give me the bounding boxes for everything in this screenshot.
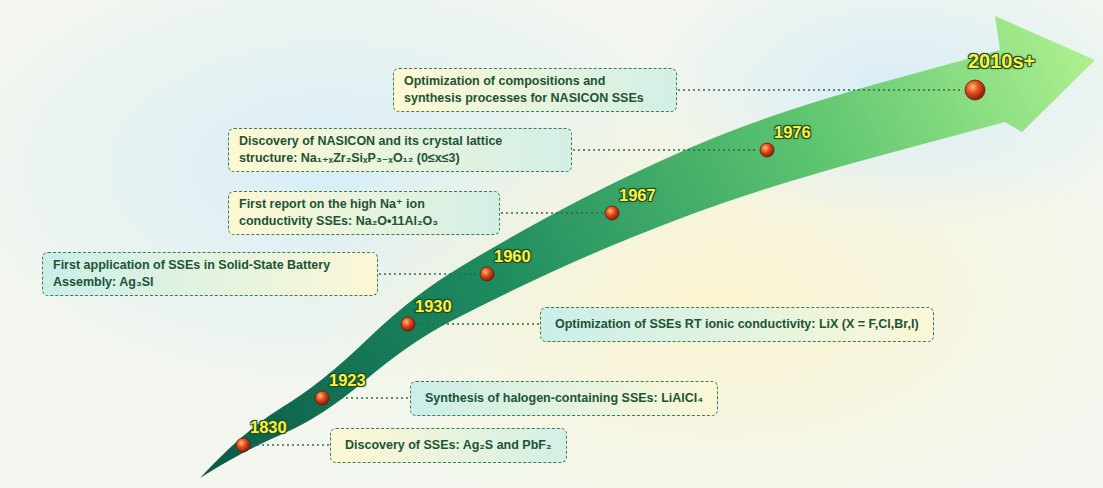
event-box: First application of SSEs in Solid-State… xyxy=(42,252,378,296)
event-text: Synthesis of halogen-containing SSEs: Li… xyxy=(425,390,703,407)
timeline-dot xyxy=(965,80,985,100)
timeline-dot xyxy=(315,391,329,405)
event-text: Discovery of NASICON and its crystal lat… xyxy=(239,133,561,167)
timeline-dot xyxy=(760,143,774,157)
year-label: 1930 xyxy=(415,297,452,315)
event-box: Optimization of SSEs RT ionic conductivi… xyxy=(540,307,934,342)
event-box: Synthesis of halogen-containing SSEs: Li… xyxy=(410,381,718,416)
year-label: 2010s+ xyxy=(968,50,1035,72)
event-text: Discovery of SSEs: Ag₂S and PbF₂ xyxy=(345,437,552,454)
leader-line xyxy=(417,323,539,325)
leader-line xyxy=(678,89,963,91)
leader-line xyxy=(252,444,329,446)
event-text: Optimization of SSEs RT ionic conductivi… xyxy=(555,316,919,333)
year-label: 1830 xyxy=(250,418,287,436)
year-label: 1967 xyxy=(619,186,656,204)
timeline-dot xyxy=(236,438,250,452)
event-text: First report on the high Na⁺ ion conduct… xyxy=(239,196,489,230)
event-box: Discovery of SSEs: Ag₂S and PbF₂ xyxy=(330,428,567,463)
leader-line xyxy=(331,397,409,399)
timeline-dot xyxy=(480,267,494,281)
event-box: Optimization of compositions and synthes… xyxy=(393,68,677,112)
event-box: Discovery of NASICON and its crystal lat… xyxy=(228,128,572,172)
timeline-arrow xyxy=(200,16,1095,478)
year-label: 1976 xyxy=(774,123,811,141)
timeline-dot xyxy=(605,206,619,220)
event-text: Optimization of compositions and synthes… xyxy=(404,73,666,107)
leader-line xyxy=(501,212,603,214)
event-text: First application of SSEs in Solid-State… xyxy=(53,257,367,291)
leader-line xyxy=(379,273,478,275)
event-box: First report on the high Na⁺ ion conduct… xyxy=(228,191,500,235)
year-label: 1960 xyxy=(494,247,531,265)
year-label: 1923 xyxy=(329,371,366,389)
timeline-dot xyxy=(401,317,415,331)
leader-line xyxy=(573,149,758,151)
